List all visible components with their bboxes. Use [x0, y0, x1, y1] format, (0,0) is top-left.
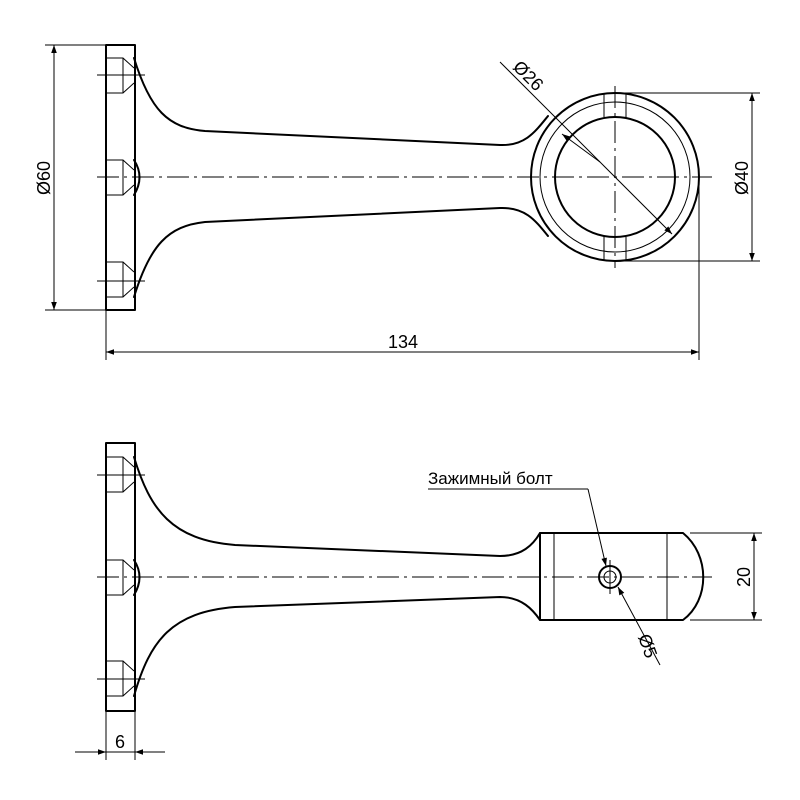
dimension-bolt-hole: Ø5: [617, 586, 661, 666]
dimension-clamp-height: 20: [690, 532, 762, 621]
dim-base-thickness-label: 6: [115, 732, 125, 752]
countersink-holes-side: [97, 456, 145, 697]
dim-total-length-label: 134: [388, 332, 418, 352]
side-view: Зажимный болт Ø5 20 6: [75, 442, 762, 760]
dimension-ring-outer: Ø40: [615, 92, 760, 262]
dimension-base-diameter: Ø60: [34, 44, 106, 311]
top-view: Ø60 Ø40 Ø26 134: [34, 44, 760, 360]
dim-bolt-hole-label: Ø5: [634, 631, 661, 660]
arm-outline-top: [133, 57, 549, 147]
dim-base-diameter-label: Ø60: [34, 161, 54, 195]
countersink-holes-top: [97, 57, 145, 298]
dimension-total-length: 134: [105, 177, 700, 360]
clamp-block: [539, 532, 705, 621]
dimension-base-thickness: 6: [75, 711, 165, 760]
callout-bolt: Зажимный болт: [428, 469, 607, 567]
dim-clamp-height-label: 20: [734, 567, 754, 587]
arm-outline-side: [133, 456, 541, 557]
dimension-ring-inner: Ø26: [499, 57, 673, 235]
dim-ring-outer-label: Ø40: [732, 161, 752, 195]
dim-ring-inner-label: Ø26: [509, 57, 547, 95]
callout-bolt-label: Зажимный болт: [428, 469, 553, 488]
